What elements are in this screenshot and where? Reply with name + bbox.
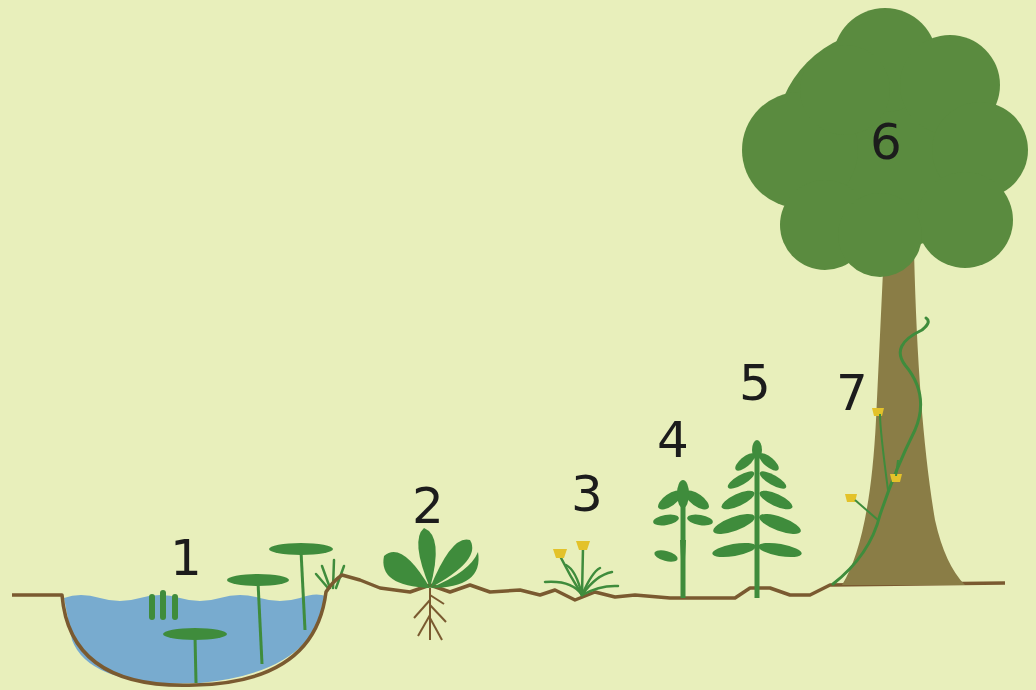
callout-number: 7 [836,368,868,418]
callout-number: 5 [739,358,771,408]
callout-number: 3 [571,469,603,519]
callout-number: 6 [870,117,902,167]
callout-number: 2 [412,481,444,531]
callout-number: 1 [170,533,202,583]
callout-number: 4 [657,415,689,465]
